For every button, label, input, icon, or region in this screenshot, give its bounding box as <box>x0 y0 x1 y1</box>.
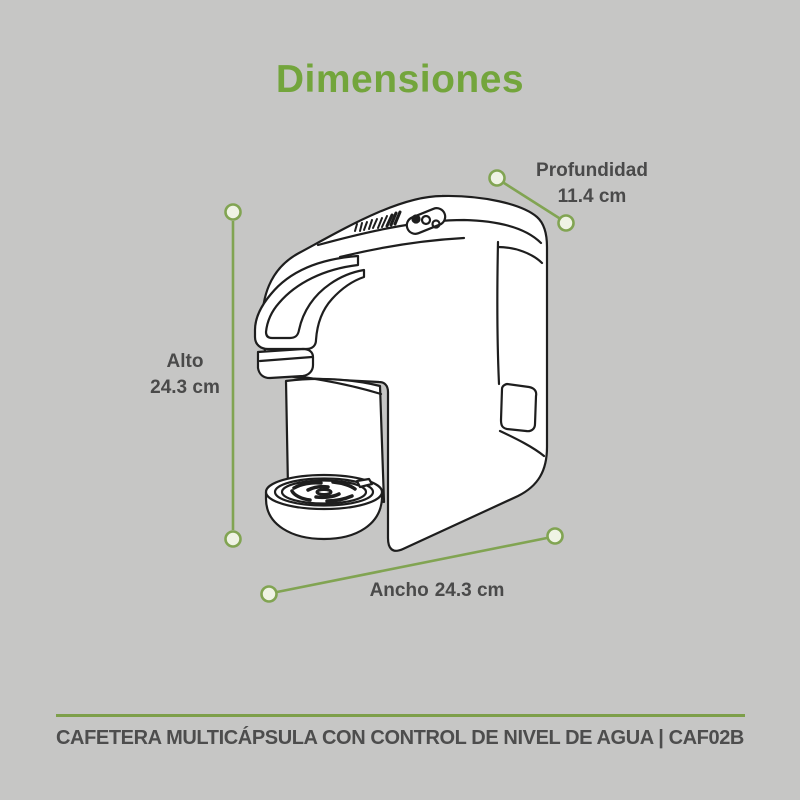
spout <box>256 347 315 380</box>
height-dimension-label: Alto 24.3 cm <box>100 349 270 401</box>
depth-dimension-line <box>503 181 560 220</box>
head-underside-seam <box>301 375 383 396</box>
dimension-endpoint <box>546 527 564 545</box>
depth-dimension-label: Profundidad 11.4 cm <box>507 158 677 210</box>
dimension-endpoint <box>260 585 278 603</box>
depth-label: Profundidad <box>536 160 648 181</box>
dimension-lines <box>231 181 560 594</box>
depth-value: 11.4 cm <box>557 186 627 207</box>
button-ring-2 <box>431 219 441 229</box>
drip-tray <box>264 473 384 541</box>
capsule-lever <box>253 254 366 351</box>
dimension-endpoint <box>224 203 242 221</box>
tray-grate <box>290 480 357 503</box>
dimension-endpoint <box>224 530 242 548</box>
footer-divider <box>56 714 745 717</box>
width-value: 24.3 cm <box>434 580 505 601</box>
dimension-endpoints <box>224 169 575 603</box>
lid-seam-2 <box>338 236 466 259</box>
button-ring-1 <box>420 214 432 226</box>
tray-knob <box>355 477 374 489</box>
coffee-machine-illustration <box>253 194 549 552</box>
water-level-window <box>499 382 538 433</box>
product-caption: CAFETERA MULTICÁPSULA CON CONTROL DE NIV… <box>56 727 744 749</box>
width-dimension-line <box>276 536 548 594</box>
dimension-endpoint <box>488 169 506 187</box>
top-control-panel <box>354 207 447 235</box>
dimension-endpoint <box>557 214 575 232</box>
page-title: Dimensiones <box>275 58 525 101</box>
vent-grille <box>354 210 402 232</box>
width-dimension-label: Ancho 24.3 cm <box>337 581 537 601</box>
water-tank-seams <box>496 240 546 458</box>
width-label: Ancho <box>369 580 429 601</box>
height-label: Alto <box>166 351 204 372</box>
button-cluster <box>405 207 447 235</box>
power-dot <box>411 214 421 224</box>
lid-seam <box>316 218 543 247</box>
height-value: 24.3 cm <box>150 377 220 398</box>
